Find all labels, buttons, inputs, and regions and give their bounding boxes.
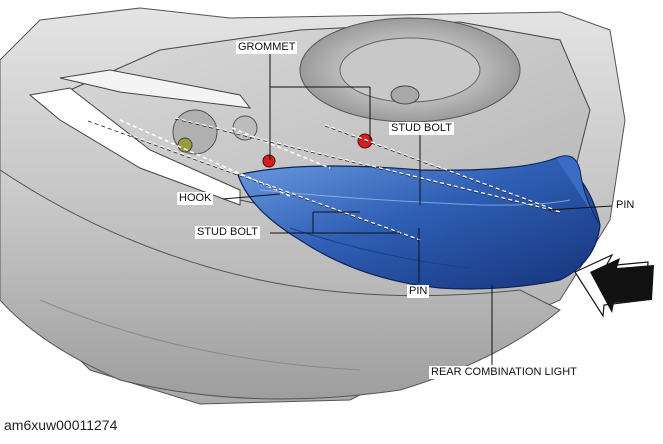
label-pin-right: PIN (614, 199, 637, 212)
alignment-lines (87, 117, 561, 241)
grommet-left (262, 154, 276, 168)
label-rear-combination-light: REAR COMBINATION LIGHT (429, 366, 579, 379)
label-stud-bolt-top: STUD BOLT (389, 122, 454, 135)
figure-caption: am6xuw00011274 (4, 417, 118, 433)
leader-lines (222, 54, 613, 365)
label-pin-bottom: PIN (407, 285, 430, 298)
label-hook: HOOK (177, 192, 214, 205)
label-grommet: GROMMET (236, 41, 298, 54)
direction-arrow-icon (574, 253, 654, 318)
label-stud-bolt-bottom: STUD BOLT (195, 226, 260, 239)
